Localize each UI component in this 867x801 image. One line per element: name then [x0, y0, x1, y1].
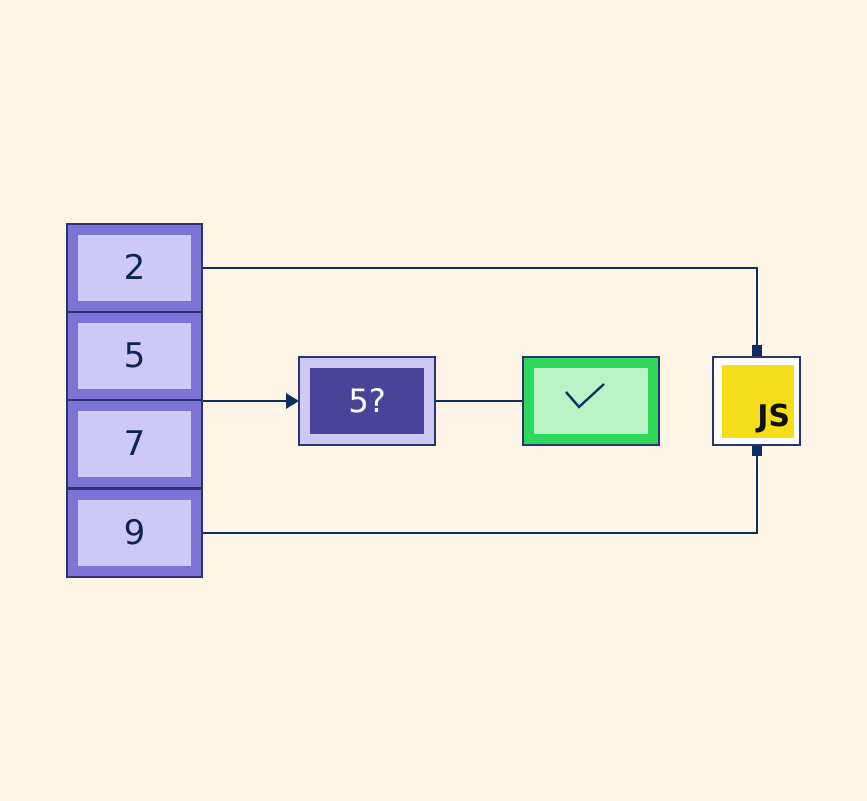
query-label: 5? — [310, 368, 424, 434]
checkmark-icon — [565, 383, 605, 409]
array-value: 7 — [78, 411, 191, 477]
js-top-port — [752, 345, 762, 356]
js-bottom-port — [752, 445, 762, 456]
js-logo-box: JS — [712, 356, 801, 446]
array-value: 9 — [78, 500, 191, 566]
array-cell: 9 — [66, 488, 203, 578]
array-value: 2 — [78, 235, 191, 301]
array-cell: 2 — [66, 223, 203, 313]
array-cell: 5 — [66, 311, 203, 401]
arrowhead — [286, 393, 299, 409]
query-box: 5? — [298, 356, 436, 446]
result-inner — [534, 368, 648, 434]
js-logo: JS — [722, 365, 794, 438]
array-value: 5 — [78, 323, 191, 389]
array-cell: 7 — [66, 399, 203, 489]
connector-2-to-js — [203, 267, 758, 352]
connector-9-to-js — [203, 449, 758, 534]
result-box — [522, 356, 660, 446]
